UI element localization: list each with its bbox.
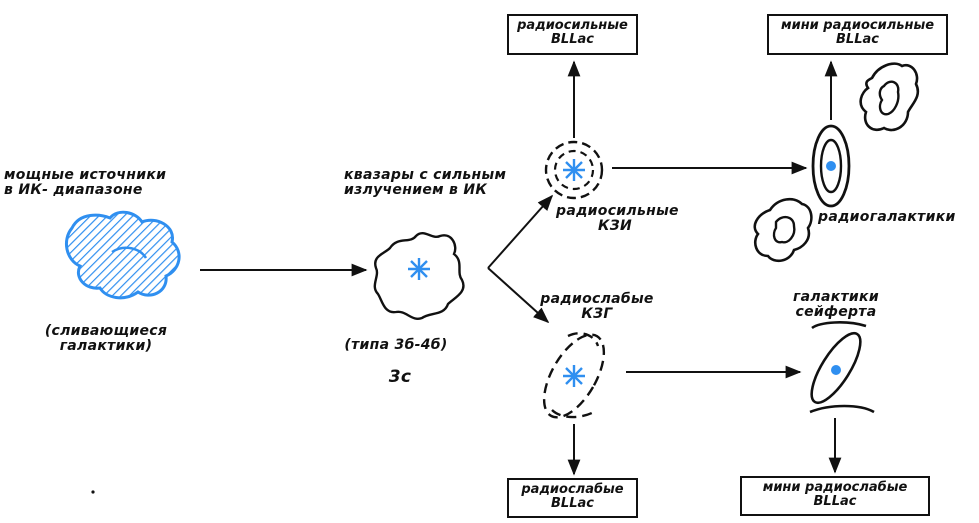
label-radioquiet-qso: радиослабые КЗГ — [540, 292, 654, 322]
radioloud-qso-symbol — [546, 142, 602, 198]
label-quasars: квазары с сильным излучением в ИК — [344, 168, 506, 198]
radioloud-star-icon — [563, 159, 585, 181]
label-radioloud-qso: радиосильные КЗИ — [556, 204, 674, 234]
ir-galaxies-blob — [66, 212, 179, 298]
label-radiogalaxies: радиогалактики — [818, 210, 956, 225]
radiogalaxy-symbol — [813, 126, 849, 206]
box-mini-radioquiet-bllac-text: мини радиослабые BLLac — [740, 481, 930, 509]
box-radioquiet-bllac-text: радиослабые BLLac — [507, 483, 638, 511]
radiogalaxy-core-icon — [826, 161, 836, 171]
box-mini-radioloud-bllac-text: мини радиосильные BLLac — [767, 19, 948, 47]
arrow-quasar-to-radioquiet — [488, 268, 548, 322]
label-ir-sources: мощные источники в ИК- диапазоне — [4, 168, 166, 198]
quasar-blob — [375, 233, 464, 319]
radio-lobe-lower — [755, 199, 812, 261]
radio-lobe-upper — [861, 64, 918, 130]
label-seyfert: галактики сейферта — [784, 290, 888, 320]
box-radioloud-bllac-text: радиосильные BLLac — [507, 19, 638, 47]
label-merging-galaxies: (сливающиеся галактики) — [24, 324, 188, 354]
seyfert-core-icon — [831, 365, 841, 375]
label-quasar-code: 3с — [376, 370, 424, 385]
stray-dot — [91, 490, 94, 493]
radioquiet-qso-symbol — [532, 325, 616, 427]
radioquiet-star-icon — [563, 365, 585, 387]
quasar-star-icon — [408, 258, 430, 280]
seyfert-symbol — [803, 322, 874, 412]
arrow-quasar-to-radioloud — [488, 196, 552, 268]
label-type: (типа 3б-4б) — [336, 338, 456, 353]
